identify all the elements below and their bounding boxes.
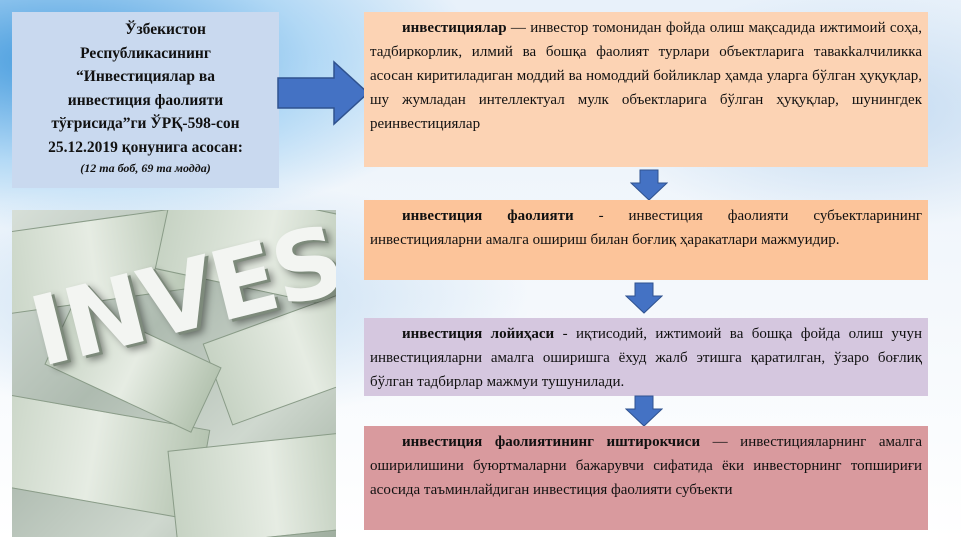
term-investment-participant: инвестиция фаолиятининг иштирокчиси — [402, 434, 701, 450]
arrow-right-icon — [277, 60, 370, 126]
definition-text: — инвестор томонидан фойда олиш мақсадид… — [370, 20, 922, 132]
arrow-down-icon — [625, 282, 663, 314]
term-investment-project: инвестиция лойиҳаси — [402, 326, 555, 342]
arrow-down-icon — [630, 169, 668, 201]
definition-text: - иқтисодий, ижтимоий ва бошқа фойда оли… — [370, 326, 923, 390]
title-line: Ўзбекистон — [125, 21, 206, 38]
title-line: 25.12.2019 қонунига асосан: — [48, 138, 243, 156]
title-line: “Инвестициялар ва — [76, 68, 215, 85]
money-invest-photo: INVES — [12, 210, 336, 537]
arrow-down-icon — [625, 395, 663, 427]
definition-investment-project: инвестиция лойиҳаси - иқтисодий, ижтимои… — [364, 318, 928, 396]
definition-investment-participant: инвестиция фаолиятининг иштирокчиси — ин… — [364, 426, 928, 530]
law-title-box: Ўзбекистон Республикасининг “Инвестициял… — [12, 12, 279, 188]
definition-text: - инвестиция фаолияти субъектларининг ин… — [370, 208, 922, 248]
definition-text: — инвестицияларнинг амалга оширилишини б… — [370, 434, 922, 498]
law-structure-note: (12 та боб, 69 та модда) — [80, 161, 211, 175]
title-line: инвестиция фаолияти — [67, 91, 224, 109]
term-investments: инвестициялар — [402, 20, 507, 36]
title-line: Республикасининг — [80, 44, 211, 62]
title-line: тўғрисида”ги ЎРҚ-598-сон — [51, 115, 240, 132]
term-investment-activity: инвестиция фаолияти — [402, 208, 574, 224]
definition-investment-activity: инвестиция фаолияти - инвестиция фаолият… — [364, 200, 928, 280]
definition-investments: инвестициялар — инвестор томонидан фойда… — [364, 12, 928, 167]
